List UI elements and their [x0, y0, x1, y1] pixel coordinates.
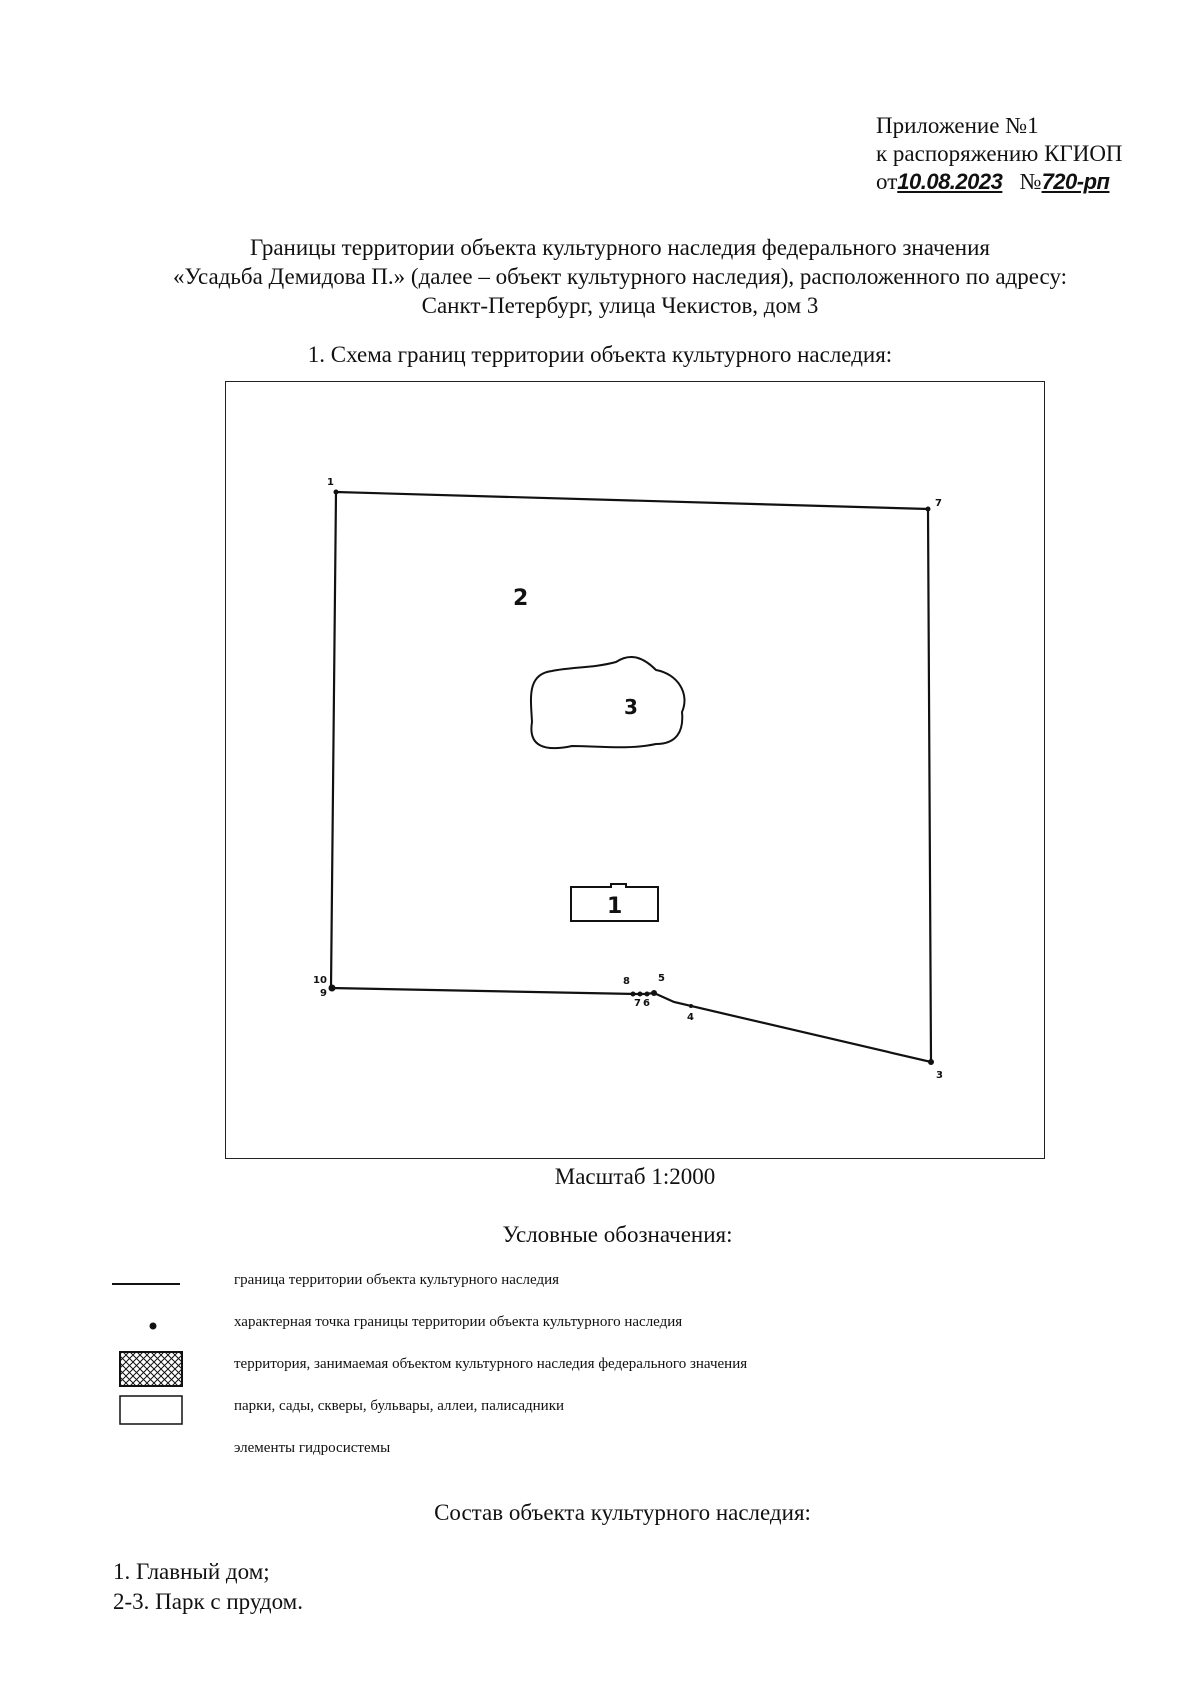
point-label: 9	[320, 988, 327, 999]
boundary-point	[630, 991, 636, 997]
composition-item: 2-3. Парк с прудом.	[113, 1589, 303, 1614]
scale-label: Масштаб 1:2000	[554, 1164, 716, 1189]
composition-list: 1. Главный дом; 2-3. Парк с прудом.	[113, 1557, 303, 1617]
point-label: 4	[687, 1012, 694, 1023]
pond-outline	[529, 655, 686, 750]
empty-box-icon	[112, 1390, 192, 1430]
title-line3: Санкт-Петербург, улица Чекистов, дом 3	[421, 293, 819, 318]
boundary-point	[637, 991, 643, 997]
legend-text: граница территории объекта культурного н…	[234, 1272, 560, 1288]
boundary-point	[328, 984, 336, 992]
line-icon	[112, 1264, 192, 1304]
document-title: Границы территории объекта культурного н…	[100, 233, 1140, 320]
point-label: 7	[634, 998, 641, 1009]
section-scheme-heading: 1. Схема границ территории объекта культ…	[307, 342, 893, 367]
annex-from-label: от	[876, 169, 898, 194]
composition-item: 1. Главный дом;	[113, 1559, 270, 1584]
zone-label-2: 2	[513, 586, 528, 611]
annex-line3: от10.08.2023 №720-рп	[876, 168, 1123, 196]
legend-text: элементы гидросистемы	[234, 1440, 391, 1456]
annex-number-label: №	[1019, 169, 1042, 194]
point-label: 7	[935, 498, 942, 509]
legend-title: Условные обозначения:	[502, 1222, 733, 1247]
boundary-point	[651, 990, 657, 996]
point-label: 6	[643, 998, 650, 1009]
point-label: 1	[327, 477, 334, 488]
boundary-point	[925, 506, 931, 512]
title-line2: «Усадьба Демидова П.» (далее – объект ку…	[172, 264, 1068, 289]
point-label: 3	[936, 1070, 943, 1081]
dot-icon	[112, 1306, 192, 1346]
legend-text: парки, сады, скверы, бульвары, аллеи, па…	[234, 1398, 565, 1414]
legend-text: территория, занимаемая объектом культурн…	[234, 1356, 748, 1372]
territory-boundary	[329, 490, 933, 1064]
point-label: 8	[623, 976, 630, 987]
title-line1: Границы территории объекта культурного н…	[250, 235, 990, 260]
annex-date: 10.08.2023	[897, 169, 1003, 194]
point-label: 10	[313, 975, 327, 986]
boundary-points	[328, 489, 934, 1065]
boundary-point	[333, 489, 339, 495]
zone-label-1: 1	[607, 894, 622, 919]
hatched-box-icon	[112, 1348, 192, 1388]
boundary-point	[689, 1004, 693, 1008]
composition-title: Состав объекта культурного наследия:	[434, 1500, 811, 1525]
point-label: 5	[658, 973, 665, 984]
zone-label-3: 3	[624, 695, 638, 719]
annex-line1: Приложение №1	[876, 113, 1039, 138]
annex-header: Приложение №1 к распоряжению КГИОП от10.…	[876, 112, 1123, 196]
annex-number: 720-рп	[1041, 169, 1110, 194]
boundary-scheme-svg: 2 3 1 1 7 10 9 8 5 7 6 4 3	[313, 477, 943, 1081]
annex-line2: к распоряжению КГИОП	[876, 141, 1123, 166]
legend-text: характерная точка границы территории объ…	[234, 1314, 683, 1330]
boundary-point	[644, 991, 650, 997]
main-house-outline	[570, 883, 659, 922]
boundary-scheme-map: 2 3 1 1 7 10 9 8 5 7 6 4 3	[225, 381, 1045, 1159]
boundary-point	[928, 1059, 934, 1065]
